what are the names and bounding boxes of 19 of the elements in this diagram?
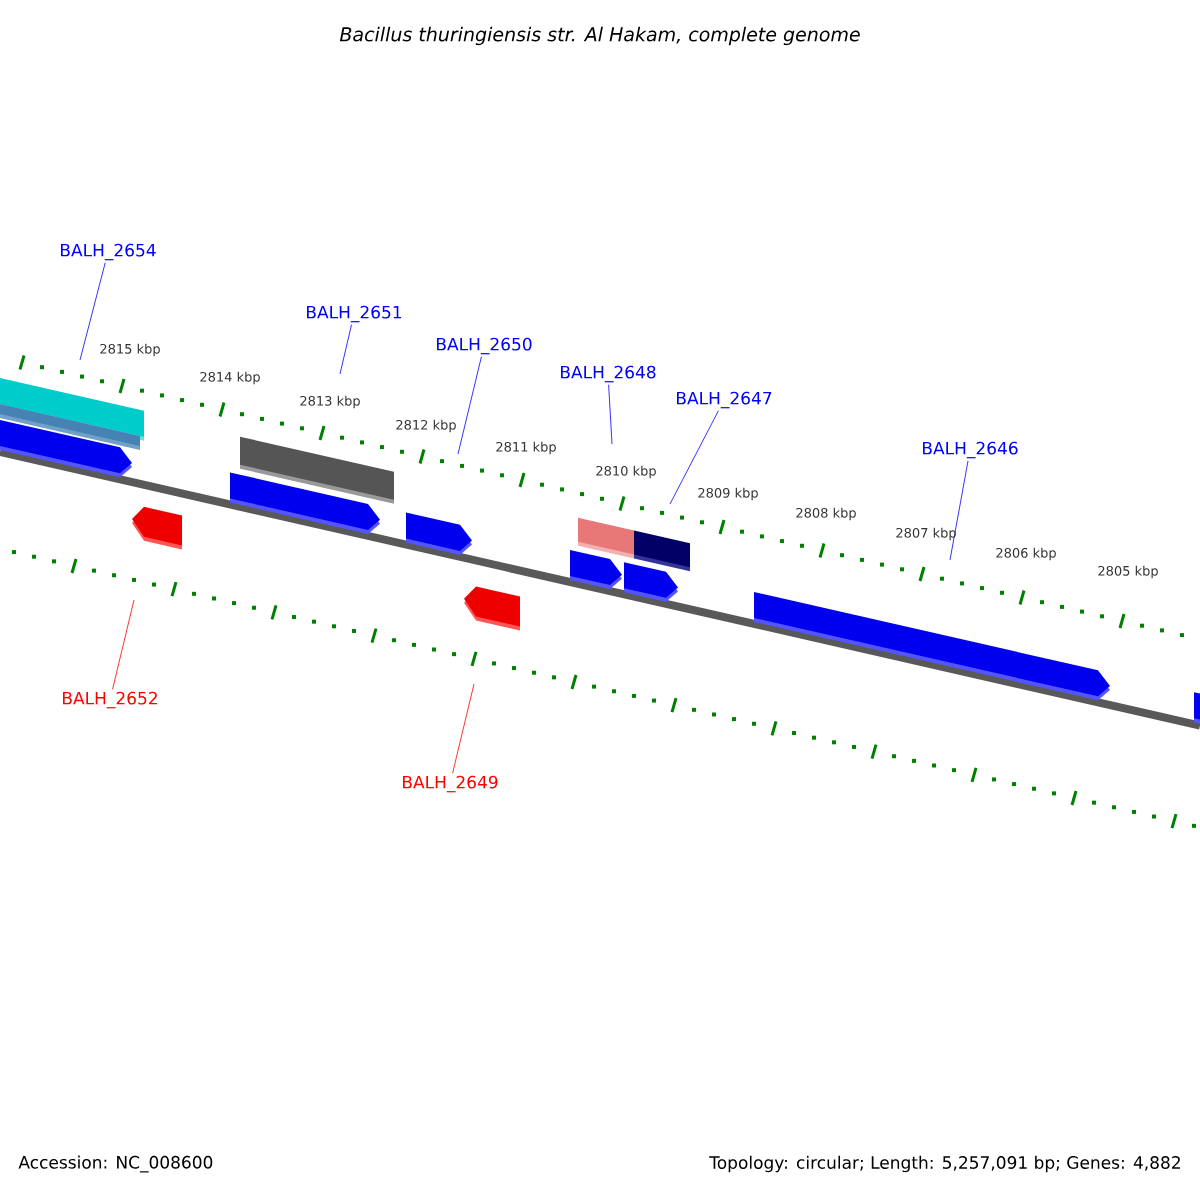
- genome-stats-text: Topology: circular; Length: 5,257,091 bp; Genes: 4,882: [709, 1155, 1180, 1173]
- gene-label: BALH_2647: [677, 391, 772, 409]
- gene-label: BALH_2654: [61, 243, 156, 261]
- leader-line: [457, 356, 482, 455]
- gene-label: BALH_2652: [63, 691, 157, 709]
- leader-line: [339, 324, 352, 375]
- accession-text: Accession: NC_008600: [18, 1155, 213, 1173]
- leader-line: [669, 410, 719, 505]
- gene-label: BALH_2648: [561, 365, 656, 383]
- gene-label: BALH_2646: [923, 441, 1018, 459]
- leader-line: [112, 599, 135, 690]
- leader-line: [949, 460, 969, 561]
- title: Bacillus thuringiensis str. Al Hakam, complete genome: [339, 26, 860, 46]
- leader-line: [79, 262, 106, 361]
- leader-line: [452, 683, 475, 774]
- gene-label: BALH_2649: [403, 775, 498, 793]
- gene-label: BALH_2650: [437, 337, 532, 355]
- leader-line: [608, 384, 613, 445]
- gene-label: BALH_2651: [307, 305, 402, 323]
